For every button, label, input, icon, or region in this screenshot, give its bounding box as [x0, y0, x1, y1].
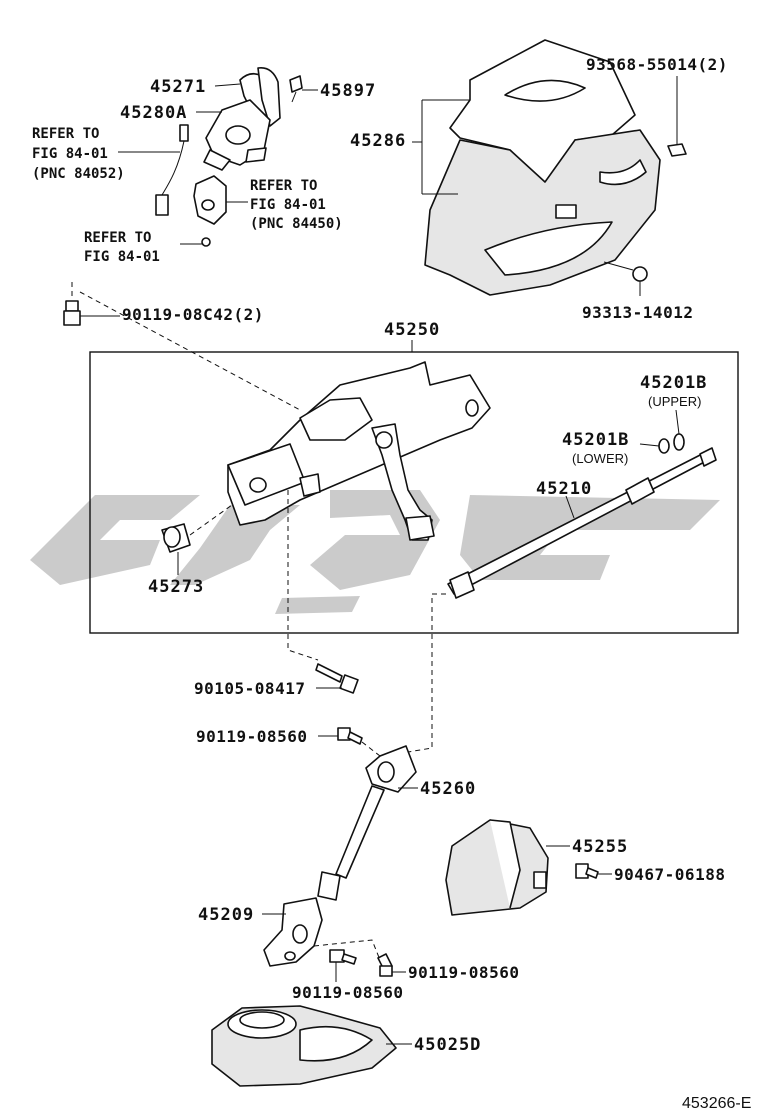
bolt-90119-08560-b	[329, 949, 357, 982]
label-93568: 93568-55014(2)	[586, 55, 728, 74]
label-45201b-upper: 45201B	[640, 373, 707, 393]
label-45255: 45255	[572, 837, 628, 857]
label-45286: 45286	[350, 131, 406, 151]
ref3-line1: REFER TO	[84, 230, 151, 246]
bolt-90119-08560-a	[318, 727, 363, 745]
ref1-line2: FIG 84-01	[32, 146, 108, 162]
intermediate-shaft-45260	[317, 745, 418, 901]
bushing-45273	[161, 504, 233, 575]
bracket-group	[203, 66, 303, 171]
label-45250: 45250	[384, 320, 440, 340]
bolt-90119-08c42	[63, 300, 120, 326]
column-assembly-box	[89, 351, 739, 634]
label-90119-08560-c: 90119-08560	[408, 963, 519, 982]
qualifier-lower: (LOWER)	[572, 451, 628, 466]
label-45260: 45260	[420, 779, 476, 799]
screw-90467	[575, 863, 612, 879]
joint-45209	[262, 897, 323, 967]
snap-ring-lower	[639, 438, 670, 454]
label-45271: 45271	[150, 77, 206, 97]
label-45273: 45273	[148, 577, 204, 597]
label-45201b-lower: 45201B	[562, 430, 629, 450]
bolt-90105-08417	[315, 663, 359, 694]
label-45210: 45210	[536, 479, 592, 499]
label-45897: 45897	[320, 81, 376, 101]
screw-93568	[667, 76, 687, 157]
cover-45255	[445, 819, 570, 916]
label-90119-08560-a: 90119-08560	[196, 727, 307, 746]
snap-ring-upper	[673, 409, 685, 451]
label-45209: 45209	[198, 905, 254, 925]
boot-45025d	[211, 1005, 412, 1087]
ref2-line1: REFER TO	[250, 178, 317, 194]
steering-column-assembly	[227, 361, 491, 541]
column-cover-upper	[424, 39, 661, 296]
label-90119-08c42: 90119-08C42(2)	[122, 305, 264, 324]
label-45280a: 45280A	[120, 103, 187, 123]
ref1-line3: (PNC 84052)	[32, 166, 125, 182]
ref3-line2: FIG 84-01	[84, 249, 160, 265]
switch-module	[193, 175, 227, 247]
label-45025d: 45025D	[414, 1035, 481, 1055]
ref2-line2: FIG 84-01	[250, 197, 326, 213]
label-90105-08417: 90105-08417	[194, 679, 305, 698]
label-90467: 90467-06188	[614, 865, 725, 884]
label-90119-08560-b: 90119-08560	[292, 983, 403, 1002]
clip-93313	[603, 261, 648, 296]
bolt-90119-08560-c	[377, 953, 406, 977]
main-shaft-45210	[447, 447, 717, 599]
ref2-line3: (PNC 84450)	[250, 216, 343, 232]
drawing-code: 453266-E	[682, 1095, 751, 1112]
ref1-line1: REFER TO	[32, 126, 99, 142]
qualifier-upper: (UPPER)	[648, 394, 701, 409]
wire-sensor	[155, 124, 189, 216]
label-93313: 93313-14012	[582, 303, 693, 322]
